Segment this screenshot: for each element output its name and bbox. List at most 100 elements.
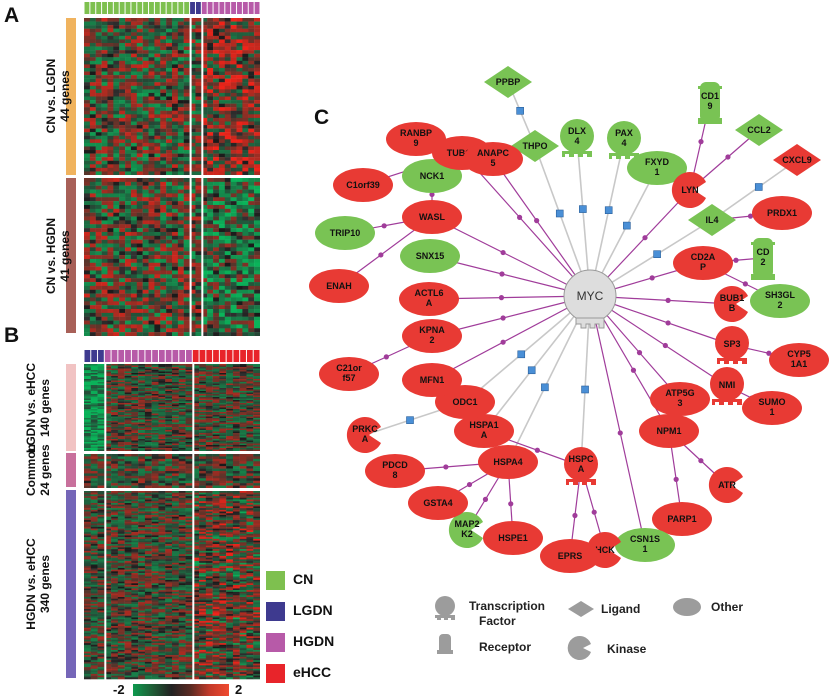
- heatmap-cell: [224, 85, 231, 90]
- heatmap-cell: [248, 181, 255, 186]
- heatmap-cell: [254, 324, 260, 329]
- heatmap-cell: [166, 224, 173, 229]
- heatmap-cell: [113, 220, 120, 225]
- heatmap-cell: [195, 320, 202, 325]
- heatmap-cell: [253, 434, 260, 437]
- heatmap-cell: [111, 407, 119, 410]
- heatmap-cell: [84, 60, 91, 65]
- heatmap-cell: [111, 403, 119, 405]
- heatmap-cell: [111, 518, 119, 521]
- heatmap-cell: [84, 282, 91, 287]
- heatmap-cell: [111, 445, 119, 447]
- heatmap-cell: [226, 430, 234, 432]
- heatmap-cell: [154, 312, 161, 317]
- heatmap-cell: [90, 461, 98, 465]
- heatmap-cell: [183, 212, 190, 217]
- heatmap-cell: [185, 400, 193, 402]
- heatmap-cell: [199, 473, 207, 477]
- heatmap-cell: [125, 32, 132, 37]
- heatmap-cell: [189, 25, 196, 29]
- heatmap-cell: [177, 114, 184, 119]
- heatmap-cell: [178, 516, 186, 519]
- heatmap-cell: [138, 433, 146, 435]
- heatmap-cell: [177, 320, 184, 325]
- heatmap-cell: [212, 439, 220, 441]
- heatmap-cell: [130, 231, 137, 237]
- heatmap-cell: [205, 448, 213, 450]
- heatmap-cell: [104, 446, 112, 449]
- heatmap-cell: [107, 231, 114, 237]
- heatmap-cell: [199, 392, 207, 395]
- heatmap-cell: [138, 364, 146, 366]
- heatmap-cell: [84, 473, 91, 477]
- heatmap-cell: [124, 386, 132, 389]
- heatmap-cell: [183, 231, 190, 237]
- heatmap-cell: [148, 160, 155, 165]
- heatmap-cell: [144, 388, 152, 390]
- heatmap-cell: [111, 386, 119, 389]
- heatmap-cell: [130, 18, 137, 22]
- heatmap-cell: [192, 518, 200, 521]
- heatmap-cell: [207, 25, 214, 29]
- heatmap-cell: [158, 412, 166, 414]
- heatmap-cell: [113, 96, 120, 101]
- heatmap-cell: [130, 67, 137, 72]
- heatmap-cell: [224, 258, 231, 263]
- heatmap-cell: [138, 506, 146, 509]
- heatmap-cell: [89, 146, 96, 151]
- heatmap-cell: [185, 511, 193, 514]
- heatmap-cell: [246, 380, 254, 383]
- heatmap-cell: [177, 181, 184, 186]
- heatmap-cell: [107, 92, 114, 97]
- heatmap-cell: [172, 431, 179, 434]
- heatmap-cell: [253, 395, 260, 398]
- heatmap-cell: [219, 504, 227, 507]
- heatmap-cell: [192, 485, 200, 489]
- heatmap-cell: [89, 39, 96, 44]
- heatmap-cell: [239, 445, 247, 447]
- heatmap-cell: [246, 377, 254, 380]
- heatmap-cell: [125, 57, 132, 62]
- heatmap-cell: [177, 178, 184, 183]
- heatmap-cell: [253, 446, 260, 449]
- heatmap-cell: [138, 508, 146, 511]
- heatmap-cell: [172, 96, 179, 101]
- heatmap-cell: [84, 309, 91, 314]
- heatmap-cell: [246, 456, 254, 460]
- heatmap-cell: [246, 468, 254, 472]
- heatmap-cell: [230, 262, 237, 267]
- heatmap-cell: [219, 513, 227, 516]
- heatmap-cell: [253, 404, 260, 407]
- heatmap-cell: [199, 466, 207, 469]
- heatmap-cell: [172, 433, 179, 435]
- heatmap-cell: [130, 46, 137, 51]
- heatmap-cell: [239, 368, 247, 371]
- heatmap-cell: [172, 285, 179, 290]
- heatmap-cell: [189, 85, 196, 90]
- heatmap-cell: [230, 266, 237, 271]
- heatmap-cell: [254, 204, 260, 210]
- heatmap-cell: [154, 164, 161, 169]
- heatmap-cell: [97, 380, 105, 383]
- heatmap-cell: [189, 285, 196, 290]
- heatmap-cell: [124, 443, 132, 446]
- heatmap-cell: [201, 139, 208, 144]
- heatmap-cell: [136, 197, 143, 202]
- heatmap-cell: [160, 128, 167, 133]
- heatmap-cell: [172, 419, 179, 422]
- heatmap-cell: [212, 475, 220, 479]
- heatmap-cell: [213, 75, 220, 79]
- heatmap-cell: [246, 501, 254, 504]
- heatmap-cell: [185, 520, 193, 523]
- heatmap-cell: [84, 437, 91, 440]
- heatmap-cell: [224, 132, 231, 136]
- heatmap-cell: [124, 516, 132, 519]
- heatmap-cell: [172, 324, 179, 329]
- heatmap-cell: [84, 201, 91, 206]
- heatmap-cell: [89, 128, 96, 133]
- heatmap-cell: [177, 332, 184, 336]
- heatmap-cell: [207, 178, 214, 183]
- heatmap-cell: [248, 197, 255, 202]
- heatmap-cell: [113, 92, 120, 97]
- sample-type-cell: [84, 350, 91, 362]
